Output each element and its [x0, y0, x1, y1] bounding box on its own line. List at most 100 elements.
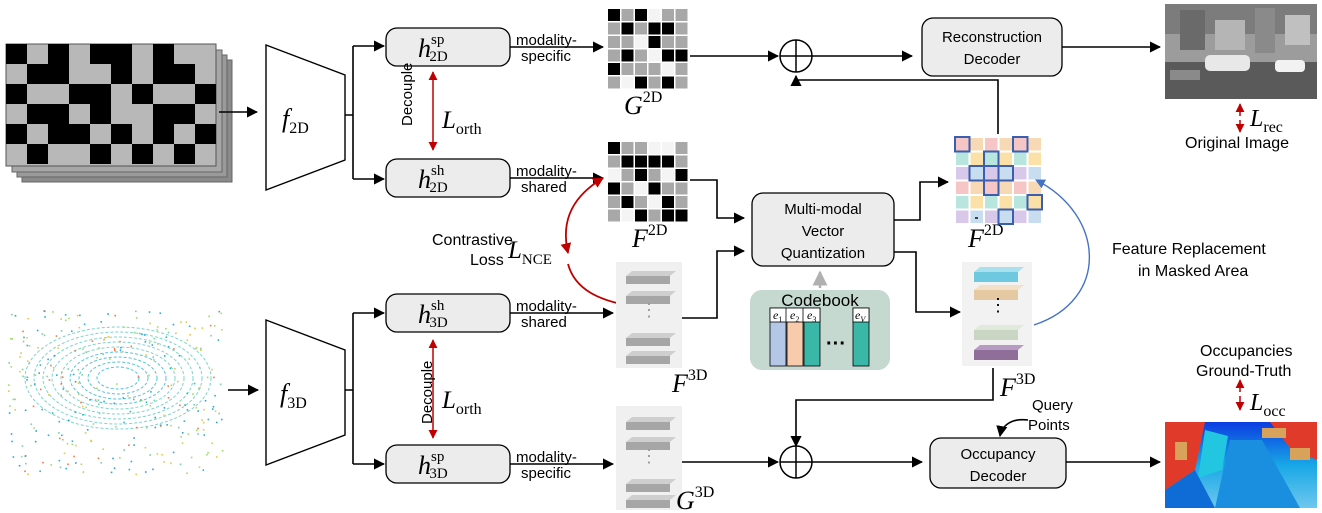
- lidar-point: [123, 421, 125, 424]
- slab-top: [974, 325, 1024, 330]
- lidar-point: [195, 429, 198, 432]
- lidar-point: [170, 424, 172, 427]
- lidar-point: [198, 366, 201, 369]
- lidar-point: [128, 444, 130, 447]
- mask-cell: [132, 144, 153, 164]
- f3d-bar-stack: [962, 262, 1032, 366]
- lidar-point: [27, 317, 29, 320]
- modality-specific-2d-l2: specific: [521, 48, 572, 65]
- lidar-point: [217, 339, 220, 341]
- h3d-sp-box: [385, 444, 511, 484]
- codebook-ev: eV: [855, 308, 866, 324]
- lidar-point: [11, 338, 14, 340]
- lidar-point: [48, 394, 50, 396]
- replaced-cell: [997, 165, 1014, 182]
- lidar-point: [177, 426, 180, 429]
- mask-cell: [90, 84, 111, 104]
- mask-cell: [132, 84, 153, 104]
- lidar-point: [85, 406, 87, 409]
- grid-cell: [608, 22, 620, 35]
- lidar-point: [221, 449, 224, 452]
- lidar-point: [197, 427, 199, 430]
- lidar-point: [144, 334, 146, 336]
- lidar-point: [163, 461, 165, 463]
- replaced-cell: [1012, 136, 1029, 153]
- lidar-point: [28, 345, 31, 347]
- grid-cell: [621, 142, 634, 154]
- lidar-point: [65, 467, 67, 470]
- lidar-point: [172, 323, 175, 326]
- lidar-point: [154, 426, 157, 429]
- codeword-cell: [970, 167, 983, 180]
- lidar-point: [199, 386, 201, 389]
- f3d-label: f3D: [280, 379, 307, 412]
- grid-cell: [608, 9, 620, 21]
- lidar-point: [144, 446, 147, 449]
- grid-cell: [608, 169, 620, 181]
- lidar-point: [204, 399, 207, 402]
- lidar-point: [71, 440, 74, 443]
- codebook-entries: [769, 307, 870, 367]
- lidar-point: [80, 401, 82, 404]
- lidar-point: [77, 393, 80, 395]
- lidar-point: [52, 366, 55, 369]
- mask-cell: [48, 44, 69, 64]
- lidar-point: [110, 471, 113, 474]
- codeword-cell: [985, 138, 998, 151]
- slab: [626, 296, 670, 304]
- g2d-feature-grid: [608, 9, 688, 89]
- lidar-point: [50, 364, 52, 367]
- lidar-point: [169, 367, 172, 370]
- lidar-point: [141, 333, 143, 336]
- grid-cell: [662, 209, 674, 222]
- lidar-point: [47, 434, 50, 437]
- codebook-e1: e1: [773, 308, 782, 324]
- lidar-point: [48, 379, 51, 381]
- slab-top: [974, 285, 1024, 290]
- lidar-point: [218, 412, 220, 415]
- replace-l2: in Masked Area: [1138, 263, 1248, 280]
- slab: [626, 422, 670, 430]
- lidar-point: [167, 331, 170, 334]
- lidar-point: [92, 423, 95, 425]
- grid-cell: [675, 155, 688, 168]
- lidar-point: [161, 453, 163, 456]
- slab: [974, 272, 1018, 282]
- lidar-point: [212, 408, 214, 410]
- lidar-point: [167, 385, 170, 387]
- mask-cell: [174, 104, 195, 124]
- lidar-point: [198, 466, 201, 469]
- lidar-point: [198, 387, 200, 390]
- grid-cell: [675, 209, 688, 222]
- modality-shared-2d-l1: modality-: [516, 163, 577, 180]
- lidar-point: [85, 351, 88, 353]
- lidar-point: [202, 421, 205, 424]
- lidar-point: [46, 375, 49, 378]
- slab-top: [626, 479, 676, 484]
- lidar-point: [72, 373, 75, 376]
- lidar-point: [154, 416, 157, 419]
- slab-top: [626, 437, 676, 442]
- lidar-point: [78, 326, 81, 329]
- lidar-point: [10, 366, 13, 368]
- f2d-encoder: [265, 43, 346, 192]
- lidar-point: [136, 426, 138, 429]
- grid-cell: [635, 22, 647, 35]
- lidar-point: [18, 464, 21, 467]
- reconstructed-image: [1165, 4, 1317, 99]
- lidar-point: [123, 449, 125, 451]
- lidar-point: [100, 321, 103, 323]
- slab: [626, 500, 670, 508]
- f3d-bar-ellipsis: ⋮: [989, 295, 1007, 315]
- lidar-point: [27, 473, 29, 476]
- lidar-point: [60, 394, 62, 397]
- grid-cell: [648, 49, 661, 62]
- lidar-point: [152, 468, 154, 471]
- lidar-point: [67, 368, 69, 370]
- lidar-point: [203, 408, 205, 411]
- lidar-point: [114, 425, 117, 428]
- lidar-point: [43, 310, 46, 313]
- lidar-point: [12, 456, 15, 458]
- mask-cell: [195, 84, 216, 104]
